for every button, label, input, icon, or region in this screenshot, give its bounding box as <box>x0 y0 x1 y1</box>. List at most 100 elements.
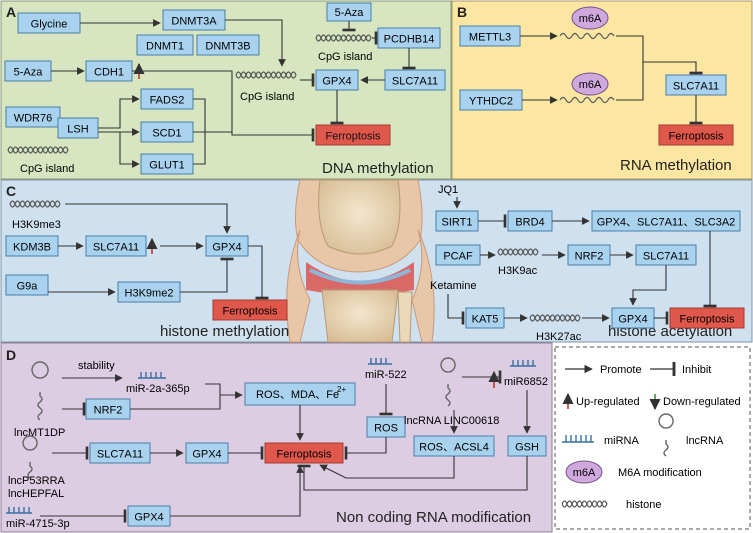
svg-text:NRF2: NRF2 <box>94 405 123 417</box>
svg-text:m6A: m6A <box>579 79 602 91</box>
cpg-helix-icon-left-b <box>7 146 69 154</box>
legend-lncrna-icon <box>658 413 674 457</box>
svg-text:GPX4: GPX4 <box>322 76 351 88</box>
svg-text:ROS、MDA、Fe: ROS、MDA、Fe <box>256 389 339 401</box>
svg-text:Ferroptosis: Ferroptosis <box>679 314 735 326</box>
svg-text:SCD1: SCD1 <box>152 128 181 140</box>
ketamine-label: Ketamine <box>430 280 476 292</box>
panel-a-title: DNA methylation <box>322 160 434 177</box>
svg-text:BRD4: BRD4 <box>515 217 544 229</box>
cpg-helix-icon-mid <box>235 71 297 79</box>
pcaf-box: PCAF <box>435 244 481 266</box>
ferroptosis-box-c-left: Ferroptosis <box>212 299 288 321</box>
m6a-marker-2: m6A <box>571 72 609 96</box>
lsh-box: LSH <box>57 117 99 139</box>
h3k9ac-label: H3K9ac <box>498 265 538 277</box>
slc7a11-box-d: SLC7A11 <box>89 442 151 464</box>
mir522-label: miR-522 <box>365 369 407 381</box>
ros-mda-fe-box: ROS、MDA、Fe 2+ <box>244 382 356 406</box>
lnc-linc-label: lncRNA LINC00618 <box>404 415 499 427</box>
svg-text:DNMT1: DNMT1 <box>146 41 184 53</box>
mirna-icon-2a <box>138 372 166 379</box>
glycine-box: Glycine <box>17 12 81 34</box>
m6a-marker-1: m6A <box>571 6 609 30</box>
svg-text:m6A: m6A <box>579 13 602 25</box>
mir2a-label: miR-2a-365p <box>126 383 190 395</box>
targets-box: GPX4、SLC7A11、SLC3A2 <box>591 210 741 232</box>
svg-text:SLC7A11: SLC7A11 <box>673 81 719 93</box>
lncmt1dp-label: lncMT1DP <box>14 427 65 439</box>
gsh-box: GSH <box>507 435 547 457</box>
inhibit-ros-ferro-d <box>344 437 387 460</box>
ros-acsl4-box: ROS、ACSL4 <box>413 435 495 457</box>
legend-m6a-icon: m6A <box>565 460 603 484</box>
svg-text:FADS2: FADS2 <box>150 95 185 107</box>
lncrna-icon-p53rra <box>22 435 38 479</box>
svg-text:SLC7A11: SLC7A11 <box>643 251 689 263</box>
mir6852-label: miR6852 <box>504 376 548 388</box>
arrow-h3k9me3-gpx4 <box>65 203 231 234</box>
svg-text:GSH: GSH <box>515 442 539 454</box>
arrow-acsl4-ferro <box>319 456 455 479</box>
legend-mirna: miRNA <box>604 435 639 447</box>
gpx4-box-a: GPX4 <box>315 69 359 91</box>
ythdc2-box: YTHDC2 <box>459 89 523 111</box>
stability-label: stability <box>78 360 115 372</box>
sirt1-box: SIRT1 <box>435 210 479 232</box>
svg-text:5-Aza: 5-Aza <box>335 7 365 19</box>
lncrna-icon-mt1dp <box>31 361 49 421</box>
gpx4-box-d-bottom: GPX4 <box>127 505 171 527</box>
fe-charge-superscript: 2+ <box>337 385 346 394</box>
g9a-box: G9a <box>5 274 49 296</box>
cpg-label-top: CpG island <box>318 51 372 63</box>
slc7a11-box-c-right: SLC7A11 <box>635 244 697 266</box>
inhibit-gpx4-ferro-c <box>248 245 269 300</box>
cpg-helix-icon-top <box>315 34 372 42</box>
svg-text:GPX4、SLC7A11、SLC3A2: GPX4、SLC7A11、SLC3A2 <box>597 217 736 229</box>
svg-text:NRF2: NRF2 <box>575 251 604 263</box>
line-mir2a-merge <box>130 383 221 410</box>
cpg-label-mid: CpG island <box>240 91 294 103</box>
svg-text:KDM3B: KDM3B <box>13 242 51 254</box>
rna-strand-icon-2 <box>559 96 615 104</box>
panel-c-title-left: histone methylation <box>160 323 289 340</box>
mirna-icon-4715 <box>6 507 32 514</box>
arrow-lsh-fads2 <box>98 95 140 129</box>
svg-text:Glycine: Glycine <box>31 19 68 31</box>
h3k9me2-box: H3K9me2 <box>117 281 181 303</box>
panel-d-letter: D <box>6 347 16 363</box>
kdm3b-box: KDM3B <box>5 235 59 257</box>
legend-background <box>554 346 751 530</box>
legend-up: Up-regulated <box>576 396 640 408</box>
jq1-label: JQ1 <box>438 184 458 196</box>
arrow-slc-gpx4-right <box>629 265 667 306</box>
svg-text:m6A: m6A <box>573 467 596 479</box>
svg-text:GPX4: GPX4 <box>212 242 241 254</box>
ferroptosis-box-b: Ferroptosis <box>658 124 734 146</box>
legend: Promote Inhibit Up-regulated Down-regula… <box>561 361 741 511</box>
legend-inhibit: Inhibit <box>682 364 711 376</box>
cpg-label-left: CpG island <box>20 163 74 175</box>
line-rna1-merge <box>616 35 644 101</box>
svg-text:YTHDC2: YTHDC2 <box>469 96 513 108</box>
svg-text:PCAF: PCAF <box>443 251 473 263</box>
histone-helix-icon-h3k27ac <box>529 314 581 322</box>
legend-histone-icon <box>561 500 608 508</box>
svg-text:DNMT3A: DNMT3A <box>171 16 217 28</box>
svg-text:Ferroptosis: Ferroptosis <box>325 131 381 143</box>
svg-text:GPX4: GPX4 <box>134 512 163 524</box>
nrf2-box-d: NRF2 <box>85 398 131 420</box>
mirna-icon-6852 <box>510 360 536 367</box>
legend-histone: histone <box>626 499 661 511</box>
mir4715-label: miR-4715-3p <box>6 518 70 530</box>
svg-text:DNMT3B: DNMT3B <box>205 41 250 53</box>
svg-text:METTL3: METTL3 <box>469 32 511 44</box>
legend-lncrna: lncRNA <box>686 435 724 447</box>
ros-box-d: ROS <box>366 416 406 438</box>
svg-text:GPX4: GPX4 <box>618 314 647 326</box>
panel-c-letter: C <box>6 183 16 199</box>
legend-mirna-icon <box>562 435 594 443</box>
slc7a11-box-a: SLC7A11 <box>384 69 446 91</box>
svg-text:KAT5: KAT5 <box>472 314 499 326</box>
arrow-gpx4bottom-ferro <box>170 465 304 517</box>
